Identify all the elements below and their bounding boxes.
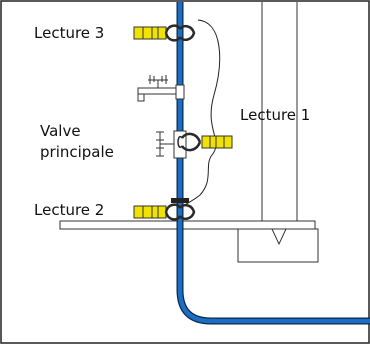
support-column (261, 2, 298, 230)
base-block (237, 228, 319, 263)
label-lecture-1: Lecture 1 (240, 106, 310, 124)
main-pipe (177, 2, 370, 324)
label-valve: Valve (40, 122, 81, 140)
sensor-lecture-3 (133, 24, 196, 42)
label-lecture-3: Lecture 3 (34, 24, 104, 42)
sensor-lecture-2 (133, 203, 196, 221)
floor-beam (59, 220, 316, 230)
label-principale: principale (40, 143, 114, 161)
label-lecture-2: Lecture 2 (34, 201, 104, 219)
sensor-cable (179, 19, 221, 209)
pipe-collar (171, 198, 189, 203)
sensor-lecture-1 (177, 132, 233, 152)
upper-tap (137, 75, 185, 102)
